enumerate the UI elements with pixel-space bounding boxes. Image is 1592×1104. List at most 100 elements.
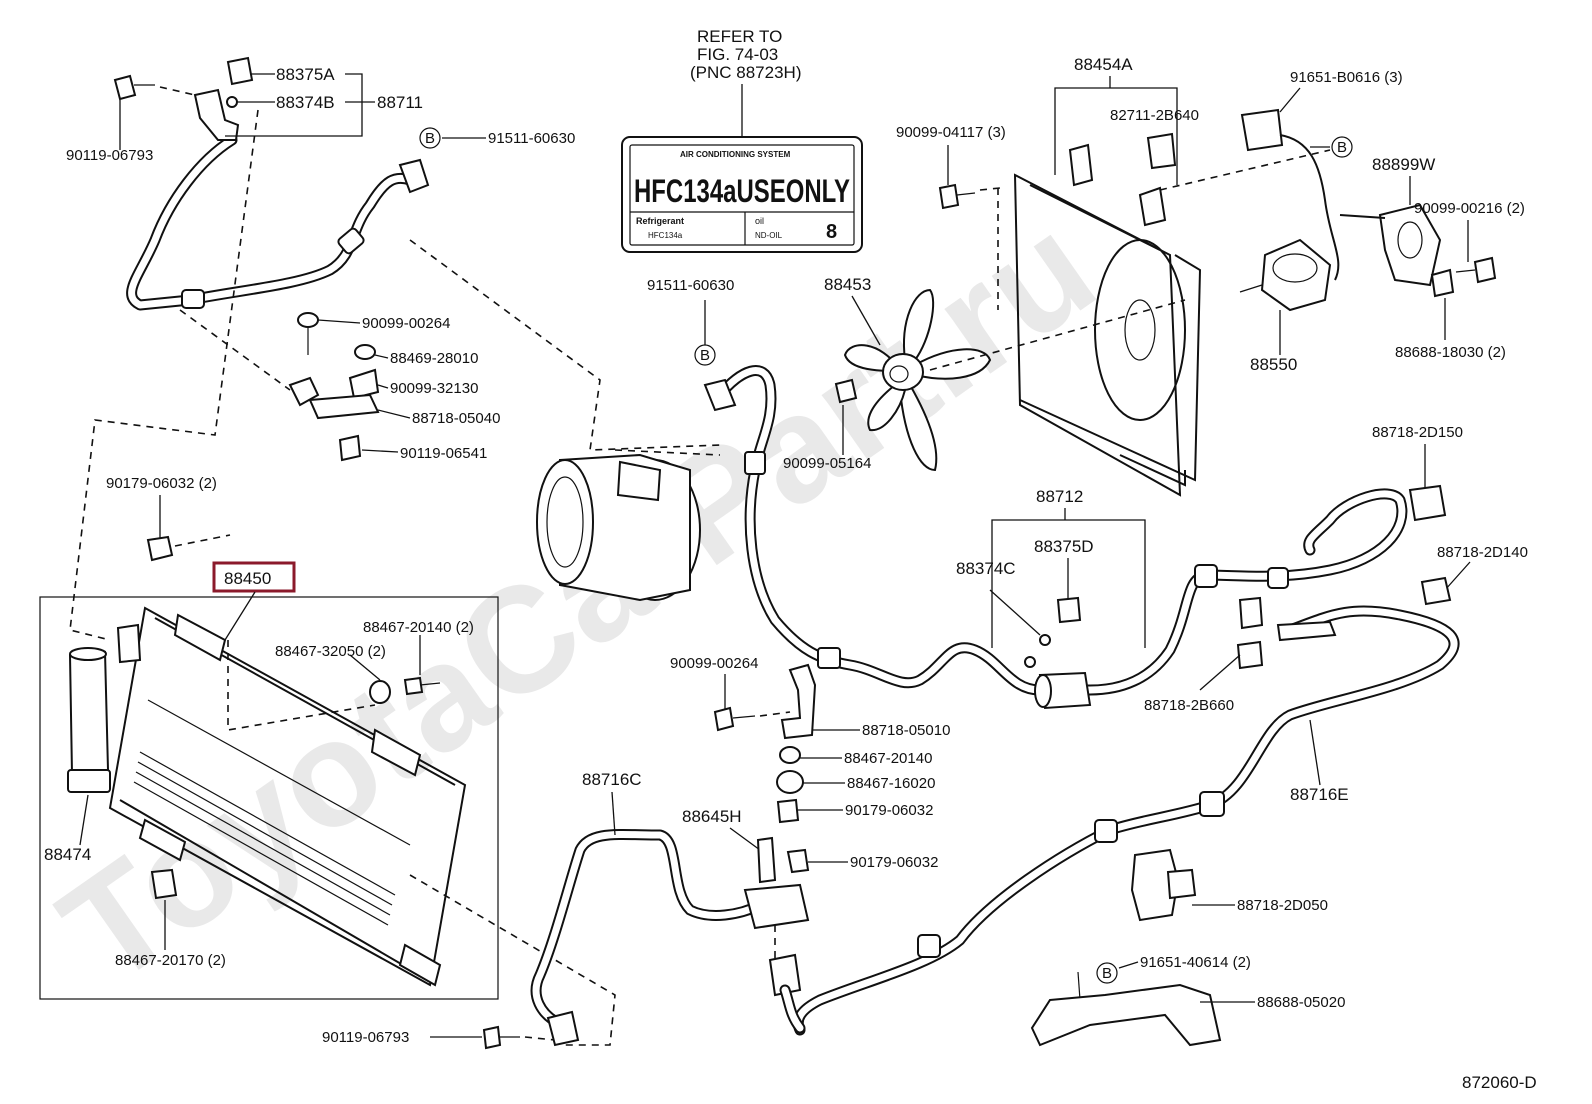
nut-90099-05164 xyxy=(834,378,858,404)
condenser-group-box xyxy=(39,596,499,1000)
label-88716C: 88716C xyxy=(582,770,642,789)
grommet-88467-32050 xyxy=(369,680,391,704)
nut-90179-06032-b xyxy=(786,848,810,874)
bracket-88718-05010 xyxy=(780,663,817,740)
label-91511-60630-mid: 91511-60630 xyxy=(647,277,734,294)
label-88467-20170-2: 88467-20170 (2) xyxy=(115,952,226,969)
label-88712: 88712 xyxy=(1036,487,1083,506)
label-90099-32130: 90099-32130 xyxy=(390,380,478,397)
label-88718-05010: 88718-05010 xyxy=(862,722,950,739)
label-88688-05020: 88688-05020 xyxy=(1257,994,1345,1011)
bolt-marker-b-1: B xyxy=(425,130,435,147)
nut-90179-06032 xyxy=(776,798,800,824)
fan-shroud-88454A xyxy=(1013,143,1202,497)
figure-code: 872060-D xyxy=(1462,1073,1537,1092)
label-90119-06541: 90119-06541 xyxy=(400,445,487,462)
screw-90099-00264 xyxy=(713,706,735,732)
nut-88688-18030 xyxy=(1430,268,1455,298)
condenser-88450 xyxy=(108,606,467,987)
label-90179-06032: 90179-06032 xyxy=(845,802,933,819)
clamp-88718-2D150 xyxy=(1408,484,1447,522)
refer-note-line-2: FIG. 74-03 xyxy=(697,45,778,64)
label-91511-60630-top: 91511-60630 xyxy=(488,130,575,147)
label-90179-06032-2: 90179-06032 (2) xyxy=(106,475,217,492)
label-88453: 88453 xyxy=(824,275,871,294)
cap-88375A xyxy=(226,56,254,86)
receiver-dryer-88474 xyxy=(67,647,111,793)
ac-decal: AIR CONDITIONING SYSTEM HFC134aUSEONLY R… xyxy=(621,136,863,253)
label-88645H: 88645H xyxy=(682,807,742,826)
label-88718-05040: 88718-05040 xyxy=(412,410,500,427)
label-90119-06793-bottom: 90119-06793 xyxy=(322,1029,409,1046)
refer-note-line-1: REFER TO xyxy=(697,27,782,46)
label-91651-40614-2: 91651-40614 (2) xyxy=(1140,954,1251,971)
clip-82711-2B640 xyxy=(1146,132,1177,170)
bolt-marker-top xyxy=(419,127,441,149)
bolt-88467-20140 xyxy=(403,676,424,696)
bolt-90119-06793-bottom xyxy=(482,1025,520,1050)
relay-bracket-88899W xyxy=(1339,203,1442,287)
decal-oil-value: ND-OIL xyxy=(755,231,783,240)
label-88469-28010: 88469-28010 xyxy=(390,350,478,367)
decal-refrigerant-value: HFC134a xyxy=(648,231,683,240)
pressure-switch-88645H xyxy=(756,836,777,884)
label-82711-2B640: 82711-2B640 xyxy=(1110,107,1199,124)
tube-88716C xyxy=(530,828,810,1047)
decal-oil-label: oil xyxy=(755,216,764,226)
nut-90179-06032 xyxy=(146,535,174,562)
label-88374C: 88374C xyxy=(956,559,1016,578)
label-88450: 88450 xyxy=(224,569,271,588)
label-88716E: 88716E xyxy=(1290,785,1349,804)
label-91651-B0616-3: 91651-B0616 (3) xyxy=(1290,69,1403,86)
bolt-marker-fan xyxy=(1331,136,1353,158)
label-88474: 88474 xyxy=(44,845,91,864)
label-88454A: 88454A xyxy=(1074,55,1133,74)
bolt-marker-b-3: B xyxy=(1337,139,1347,156)
suction-hose-88712 xyxy=(703,365,1408,710)
connector-91651 xyxy=(1240,108,1340,281)
label-90099-00264-mid: 90099-00264 xyxy=(670,655,758,672)
tube-88716E xyxy=(792,605,1460,1036)
label-88711: 88711 xyxy=(377,93,423,112)
bolt-90099-00216 xyxy=(1473,256,1497,284)
label-90099-04117-3: 90099-04117 (3) xyxy=(896,124,1006,141)
label-88718-2D150: 88718-2D150 xyxy=(1372,424,1463,441)
decal-oil-number: 8 xyxy=(826,221,837,243)
decal-refrigerant-label: Refrigerant xyxy=(636,216,684,226)
label-88718-2D140: 88718-2D140 xyxy=(1437,544,1528,561)
clamp-88718-2D140 xyxy=(1420,576,1452,606)
bolt-90119-06793-top xyxy=(113,74,155,101)
label-88375A: 88375A xyxy=(276,65,335,84)
label-88467-32050-2: 88467-32050 (2) xyxy=(275,643,386,660)
compressor xyxy=(536,453,701,602)
label-88550: 88550 xyxy=(1250,355,1297,374)
cushion-88467-20170 xyxy=(150,868,178,900)
decal-main-text: HFC134aUSEONLY xyxy=(634,173,850,209)
label-88688-18030-2: 88688-18030 (2) xyxy=(1395,344,1506,361)
label-88467-16020: 88467-16020 xyxy=(847,775,935,792)
label-88899W: 88899W xyxy=(1372,155,1435,174)
cushion-88467-16020 xyxy=(776,770,804,794)
highlight-box-88450 xyxy=(212,561,296,593)
bolt-90099-04117 xyxy=(938,183,960,210)
bolt-marker-b-4: B xyxy=(1102,965,1112,982)
label-90179-06032-b: 90179-06032 xyxy=(850,854,938,871)
label-90099-05164: 90099-05164 xyxy=(783,455,871,472)
bolt-marker-b-2: B xyxy=(700,347,710,364)
label-88374B: 88374B xyxy=(276,93,335,112)
bracket-88718-05040 xyxy=(288,312,380,462)
bolt-marker-bottom xyxy=(1096,962,1118,984)
fan-motor-88550 xyxy=(1239,238,1332,312)
fan-88453 xyxy=(843,288,992,472)
refer-note-line-3: (PNC 88723H) xyxy=(690,63,802,82)
discharge-hose-88711 xyxy=(126,88,430,311)
bracket-88718-2D050 xyxy=(1130,848,1197,922)
label-88467-20140: 88467-20140 xyxy=(844,750,932,767)
valve-core-88374C xyxy=(1039,634,1051,646)
label-90099-00216-2: 90099-00216 (2) xyxy=(1414,200,1525,217)
label-88718-2B660: 88718-2B660 xyxy=(1144,697,1234,714)
bracket-88688-05020 xyxy=(1030,971,1222,1047)
clamp-88718-2B660 xyxy=(1236,596,1264,670)
